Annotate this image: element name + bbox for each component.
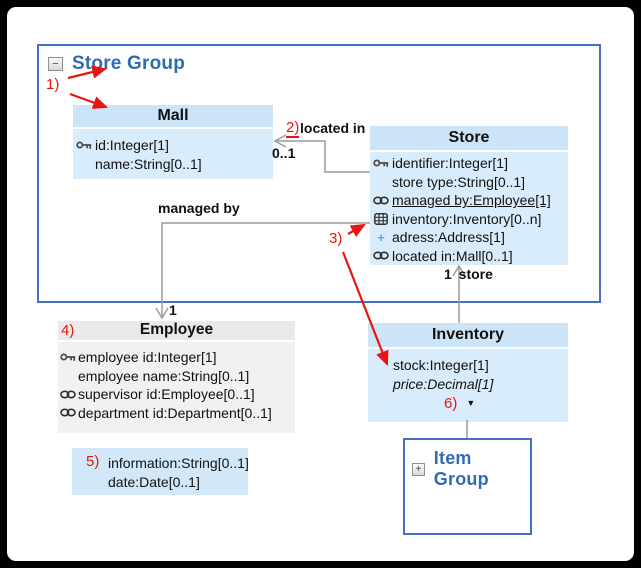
edge-label-store-end: 1 store (444, 266, 493, 282)
class-attributes: employee id:Integer[1] employee name:Str… (58, 342, 295, 433)
attribute-row: inventory:Inventory[0..n] (370, 210, 568, 229)
attribute-text: name:String[0..1] (95, 155, 202, 172)
attribute-row: managed by:Employee[1] (370, 191, 568, 210)
key-icon (370, 158, 392, 168)
key-icon (73, 140, 95, 150)
annotation-3: 3) (329, 230, 343, 247)
attribute-text: department id:Department[0..1] (78, 404, 272, 421)
key-icon (58, 352, 78, 362)
collapse-icon[interactable]: − (48, 57, 63, 71)
class-box-employee[interactable]: 4) Employee employee id:Integer[1] emplo… (58, 321, 295, 433)
item-group-container[interactable]: + Item Group (403, 438, 532, 535)
store-group-header: − Store Group (48, 53, 185, 75)
edge-label-managed-by: managed by (158, 200, 240, 216)
attribute-row: price:Decimal[1] (368, 374, 568, 393)
link-icon (370, 196, 392, 205)
annotation-4: 4) (61, 322, 75, 339)
class-attributes: identifier:Integer[1] store type:String[… (370, 152, 568, 265)
annotation-1: 1) (46, 76, 60, 93)
info-line: information:String[0..1] (108, 455, 249, 471)
attribute-row: id:Integer[1] (73, 135, 273, 154)
attribute-row: employee id:Integer[1] (58, 348, 295, 367)
attribute-row: department id:Department[0..1] (58, 404, 295, 423)
info-line: date:Date[0..1] (108, 473, 200, 490)
class-attributes: stock:Integer[1] price:Decimal[1] 6) ▼ (368, 349, 568, 422)
plus-icon: + (377, 229, 385, 245)
attribute-text: id:Integer[1] (95, 136, 169, 153)
class-title: Inventory (368, 323, 568, 349)
link-icon (370, 251, 392, 260)
link-icon (58, 408, 78, 417)
class-attributes: id:Integer[1] name:String[0..1] (73, 129, 273, 179)
store-group-title: Store Group (72, 53, 186, 74)
attribute-info-box[interactable]: 5) information:String[0..1] date:Date[0.… (72, 448, 249, 495)
attribute-text: employee name:String[0..1] (78, 367, 250, 384)
item-group-header: + Item Group (412, 448, 530, 490)
multiplicity-located-in: 0..1 (272, 145, 296, 161)
attribute-text: store type:String[0..1] (392, 173, 526, 190)
attribute-row: employee name:String[0..1] (58, 367, 295, 386)
attribute-row: name:String[0..1] (73, 154, 273, 173)
attribute-row: + adress:Address[1] (370, 228, 568, 247)
link-icon (58, 390, 78, 399)
dropdown-arrow-icon[interactable]: ▼ (466, 397, 476, 408)
attribute-text: located in:Mall[0..1] (392, 247, 513, 264)
class-title: Store (370, 126, 568, 152)
item-group-title: Item Group (433, 448, 489, 489)
class-title: Mall (73, 105, 273, 129)
annotation-6: 6) (444, 394, 458, 412)
attribute-text: stock:Integer[1] (393, 356, 489, 373)
expand-icon[interactable]: + (412, 462, 425, 476)
attribute-text: identifier:Integer[1] (392, 155, 508, 172)
class-box-store[interactable]: Store identifier:Integer[1] store type:S… (370, 126, 568, 265)
attribute-row: located in:Mall[0..1] (370, 247, 568, 266)
table-icon (370, 212, 392, 225)
attribute-text: employee id:Integer[1] (78, 349, 217, 366)
annotation-2: 2) (286, 119, 300, 138)
attribute-text: supervisor id:Employee[0..1] (78, 386, 255, 403)
attribute-text: inventory:Inventory[0..n] (392, 210, 542, 227)
class-box-mall[interactable]: Mall id:Integer[1] name:String[0..1] (73, 105, 273, 179)
attribute-text: adress:Address[1] (392, 229, 505, 246)
attribute-text: price:Decimal[1] (393, 375, 494, 392)
class-box-inventory[interactable]: Inventory stock:Integer[1] price:Decimal… (368, 323, 568, 422)
dropdown-row: 6) ▼ (368, 393, 568, 413)
attribute-text: managed by:Employee[1] (392, 192, 551, 209)
multiplicity-managed-by: 1 (169, 302, 177, 318)
attribute-row: identifier:Integer[1] (370, 154, 568, 173)
attribute-row: stock:Integer[1] (368, 355, 568, 374)
attribute-row: store type:String[0..1] (370, 173, 568, 192)
edge-label-located-in: located in (300, 120, 366, 136)
class-title: Employee (139, 321, 214, 338)
attribute-row: supervisor id:Employee[0..1] (58, 385, 295, 404)
annotation-5: 5) (86, 453, 100, 470)
